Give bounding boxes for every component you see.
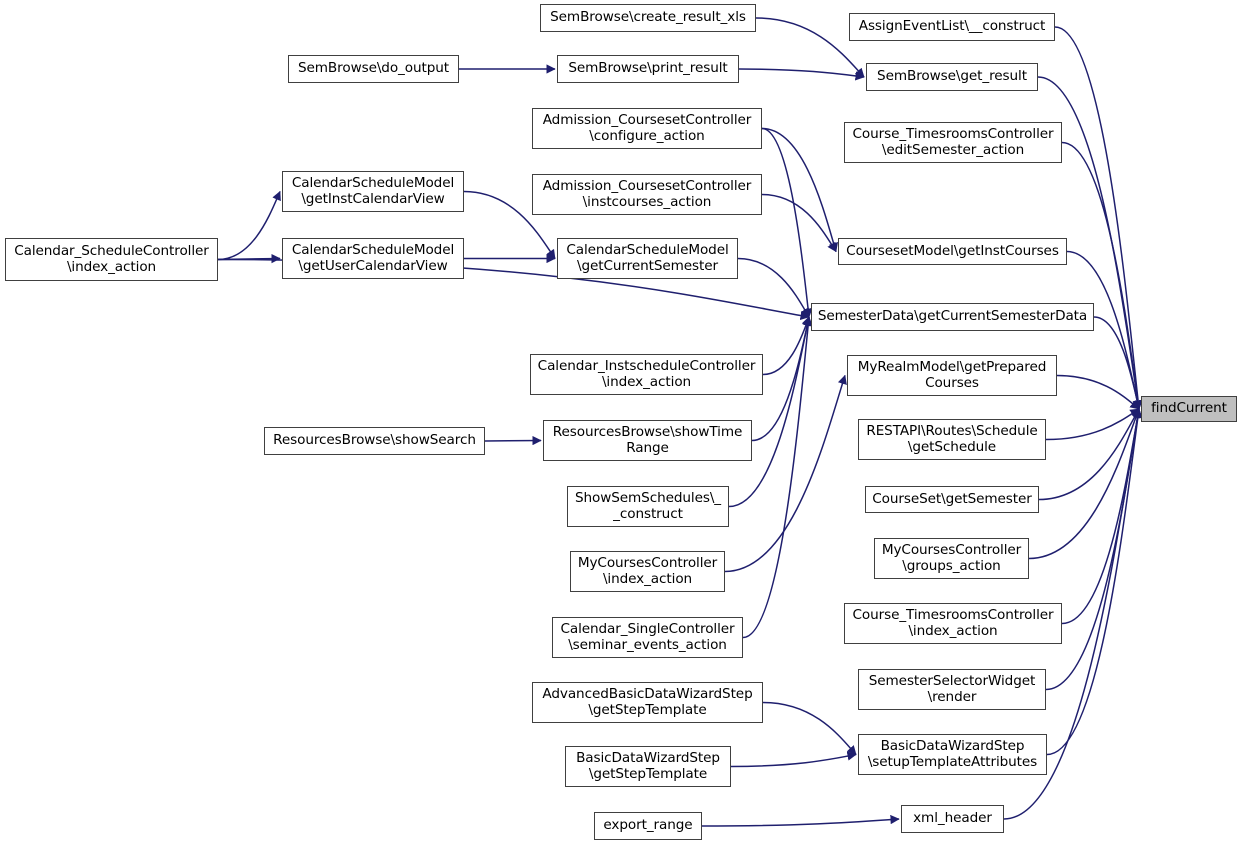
graph-edge-timesrooms_editsem-to-find_current <box>1061 141 1143 410</box>
graph-edge-adv_wizard_step-to-setup_tpl_attrs <box>762 701 857 756</box>
graph-node-current_semester[interactable]: CalendarScheduleModel \getCurrentSemeste… <box>557 238 738 279</box>
graph-node-get_result[interactable]: SemBrowse\get_result <box>866 63 1038 91</box>
graph-node-create_result_xls[interactable]: SemBrowse\create_result_xls <box>540 4 756 32</box>
graph-node-timesrooms_index[interactable]: Course_TimesroomsController \index_actio… <box>844 603 1062 644</box>
graph-edge-prepared_courses-to-find_current <box>1056 374 1140 410</box>
graph-edge-admission_configure-to-semester_data <box>761 127 813 318</box>
graph-node-semester_data[interactable]: SemesterData\getCurrentSemesterData <box>811 303 1094 331</box>
graph-edge-single_seminar-to-semester_data <box>742 316 813 639</box>
graph-edge-xml_header-to-find_current <box>1003 408 1143 820</box>
graph-edge-basic_wizard_step-to-setup_tpl_attrs <box>730 751 857 768</box>
graph-edge-setup_tpl_attrs-to-find_current <box>1046 408 1143 756</box>
graph-node-do_output[interactable]: SemBrowse\do_output <box>288 55 459 83</box>
graph-node-basic_wizard_step[interactable]: BasicDataWizardStep \getStepTemplate <box>565 746 731 787</box>
graph-node-show_sem_schedules[interactable]: ShowSemSchedules\_ _construct <box>567 486 729 527</box>
graph-node-adv_wizard_step[interactable]: AdvancedBasicDataWizardStep \getStepTemp… <box>532 682 763 723</box>
graph-node-prepared_courses[interactable]: MyRealmModel\getPrepared Courses <box>847 355 1057 396</box>
graph-node-admission_configure[interactable]: Admission_CoursesetController \configure… <box>532 108 762 149</box>
graph-node-print_result[interactable]: SemBrowse\print_result <box>557 55 739 83</box>
graph-edge-inst_calendar_view-to-current_semester <box>463 190 556 260</box>
graph-node-sem_selector_widget[interactable]: SemesterSelectorWidget \render <box>858 669 1046 710</box>
graph-edge-show_sem_schedules-to-semester_data <box>728 316 812 508</box>
graph-edge-current_semester-to-semester_data <box>737 257 810 318</box>
graph-node-show_search[interactable]: ResourcesBrowse\showSearch <box>264 427 485 455</box>
graph-node-courseset_getsemester[interactable]: CourseSet\getSemester <box>865 486 1039 513</box>
graph-node-rest_schedule[interactable]: RESTAPI\Routes\Schedule \getSchedule <box>858 419 1046 460</box>
graph-edge-print_result-to-get_result <box>738 68 865 81</box>
graph-node-inst_calendar_view[interactable]: CalendarScheduleModel \getInstCalendarVi… <box>282 171 464 212</box>
graph-edge-create_result_xls-to-get_result <box>755 17 865 78</box>
graph-node-show_time_range[interactable]: ResourcesBrowse\showTime Range <box>543 420 752 461</box>
graph-node-setup_tpl_attrs[interactable]: BasicDataWizardStep \setupTemplateAttrib… <box>858 734 1047 775</box>
graph-node-xml_header[interactable]: xml_header <box>901 805 1004 833</box>
graph-node-find_current[interactable]: findCurrent <box>1141 396 1237 422</box>
graph-node-mycourses_groups[interactable]: MyCoursesController \groups_action <box>874 538 1029 579</box>
graph-node-mycourses_index[interactable]: MyCoursesController \index_action <box>570 551 725 592</box>
graph-edge-mycourses_index-to-prepared_courses <box>724 374 847 573</box>
graph-node-single_seminar[interactable]: Calendar_SingleController \seminar_event… <box>552 617 743 658</box>
graph-node-admission_instcourses[interactable]: Admission_CoursesetController \instcours… <box>532 174 762 215</box>
graph-node-user_calendar_view[interactable]: CalendarScheduleModel \getUserCalendarVi… <box>282 238 464 279</box>
graph-edge-admission_instcourses-to-inst_courses <box>761 193 837 253</box>
graph-edge-sched_controller-to-inst_calendar_view <box>217 190 281 261</box>
graph-edge-mycourses_groups-to-find_current <box>1028 408 1141 560</box>
graph-node-sched_controller[interactable]: Calendar_ScheduleController \index_actio… <box>5 238 218 281</box>
graph-node-timesrooms_editsem[interactable]: Course_TimesroomsController \editSemeste… <box>844 122 1062 163</box>
graph-edge-assign_event_list-to-find_current <box>1054 26 1143 410</box>
graph-node-export_range[interactable]: export_range <box>594 812 702 840</box>
graph-edge-admission_configure-to-inst_courses <box>761 127 839 253</box>
graph-node-instschedule[interactable]: Calendar_InstscheduleController \index_a… <box>530 354 763 395</box>
graph-node-assign_event_list[interactable]: AssignEventList\__construct <box>849 13 1055 41</box>
graph-node-inst_courses[interactable]: CoursesetModel\getInstCourses <box>838 238 1067 265</box>
graph-edge-semester_data-to-find_current <box>1093 316 1142 410</box>
graph-edge-export_range-to-xml_header <box>701 814 900 827</box>
graph-edge-show_search-to-show_time_range <box>484 435 542 446</box>
graph-edge-courseset_getsemester-to-find_current <box>1038 408 1140 501</box>
